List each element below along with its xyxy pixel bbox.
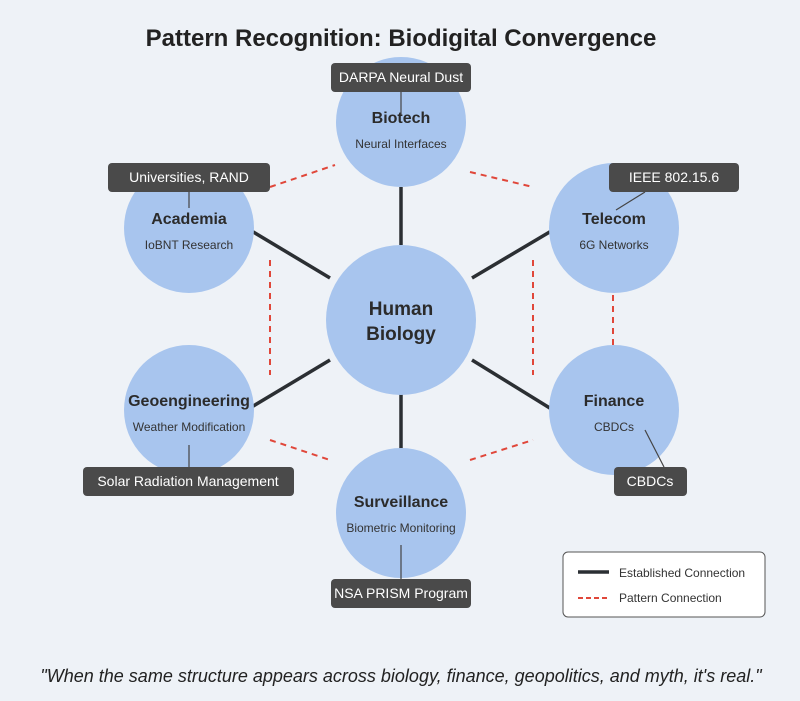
- link-telecom: [471, 228, 554, 280]
- label-text: DARPA Neural Dust: [339, 69, 463, 85]
- diagram-title: Pattern Recognition: Biodigital Converge…: [146, 25, 657, 52]
- node-title: Surveillance: [354, 494, 448, 511]
- node-finance[interactable]: Finance CBDCs: [549, 345, 679, 475]
- node-title: Finance: [584, 393, 645, 410]
- node-subtitle: Weather Modification: [133, 420, 246, 434]
- quote: "When the same structure appears across …: [40, 666, 763, 686]
- node-geoengineering[interactable]: Geoengineering Weather Modification: [124, 345, 254, 475]
- node-subtitle: Neural Interfaces: [355, 137, 446, 151]
- label-text: IEEE 802.15.6: [629, 169, 720, 185]
- label-universities: Universities, RAND: [108, 163, 270, 208]
- legend: Established Connection Pattern Connectio…: [562, 551, 766, 618]
- pattern-biotech-telecom: [469, 171, 534, 188]
- pattern-surveillance-finance: [469, 439, 534, 461]
- center-line1: Human: [369, 299, 433, 320]
- node-subtitle: Biometric Monitoring: [346, 521, 455, 535]
- node-telecom[interactable]: Telecom 6G Networks: [549, 163, 679, 293]
- legend-established: Established Connection: [619, 566, 745, 580]
- label-nsa: NSA PRISM Program: [331, 545, 471, 608]
- node-title: Telecom: [582, 211, 646, 228]
- legend-pattern: Pattern Connection: [619, 591, 722, 605]
- established-connections: [249, 187, 554, 450]
- node-subtitle: CBDCs: [594, 420, 634, 434]
- label-text: NSA PRISM Program: [334, 585, 468, 601]
- pattern-geo-surveillance: [269, 439, 331, 461]
- label-text: Solar Radiation Management: [97, 473, 278, 489]
- node-title: Geoengineering: [128, 393, 250, 410]
- label-ieee: IEEE 802.15.6: [609, 163, 739, 211]
- node-surveillance[interactable]: Surveillance Biometric Monitoring: [336, 448, 466, 578]
- label-solar: Solar Radiation Management: [83, 445, 294, 496]
- pattern-academia-biotech: [269, 164, 336, 188]
- label-cbdcs: CBDCs: [614, 429, 687, 496]
- label-text: Universities, RAND: [129, 169, 249, 185]
- link-academia: [249, 228, 331, 280]
- link-geoengineering: [249, 358, 331, 410]
- label-darpa: DARPA Neural Dust: [331, 63, 471, 115]
- node-human-biology[interactable]: Human Biology: [326, 245, 476, 395]
- node-academia[interactable]: Academia IoBNT Research: [124, 163, 254, 293]
- node-subtitle: 6G Networks: [579, 238, 648, 252]
- node-title: Academia: [151, 211, 227, 228]
- link-finance: [471, 358, 554, 412]
- label-text: CBDCs: [627, 473, 674, 489]
- pattern-connections: [269, 164, 614, 461]
- node-title: Biotech: [372, 110, 431, 127]
- node-subtitle: IoBNT Research: [145, 238, 233, 252]
- center-line2: Biology: [366, 324, 436, 345]
